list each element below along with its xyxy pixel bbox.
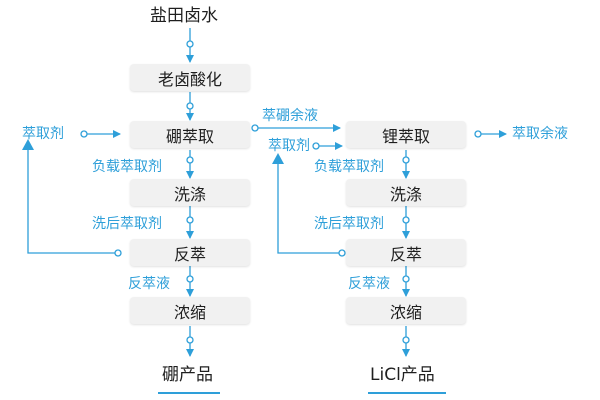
boron-raffinate-label: 萃硼余液 (262, 108, 318, 124)
junction-dot (402, 216, 410, 224)
boron-product-underline (158, 392, 220, 394)
junction-dot (114, 249, 122, 257)
step-acidification: 老卤酸化 (130, 64, 250, 91)
left-strip-liquor-label: 反萃液 (128, 276, 170, 292)
step-wash-right: 洗涤 (346, 179, 466, 206)
step-boron-extraction: 硼萃取 (130, 121, 250, 148)
left-washed-extractant-label: 洗后萃取剂 (92, 216, 162, 232)
boron-product-label: 硼产品 (162, 365, 213, 385)
junction-dot (186, 336, 194, 344)
step-concentrate-right: 浓缩 (346, 297, 466, 324)
left-loaded-extractant-label: 负载萃取剂 (92, 159, 162, 175)
junction-dot (186, 216, 194, 224)
step-lithium-extraction: 锂萃取 (346, 121, 466, 148)
left-reagent-label: 萃取剂 (22, 126, 64, 142)
junction-dot (186, 275, 194, 283)
junction-dot (338, 249, 346, 257)
junction-dot (312, 142, 320, 150)
licl-product-label: LiCl产品 (370, 365, 435, 385)
right-reagent-label: 萃取剂 (268, 138, 310, 154)
junction-dot (186, 156, 194, 164)
right-loaded-extractant-label: 负载萃取剂 (314, 159, 384, 175)
junction-dot (402, 275, 410, 283)
junction-dot (474, 130, 482, 138)
raffinate-out-label: 萃取余液 (512, 126, 568, 142)
junction-dot (186, 40, 194, 48)
step-concentrate-left: 浓缩 (130, 297, 250, 324)
licl-product-underline (368, 392, 446, 394)
junction-dot (402, 336, 410, 344)
junction-dot (80, 130, 88, 138)
step-strip-right: 反萃 (346, 239, 466, 266)
source-brine-label: 盐田卤水 (150, 6, 218, 26)
right-washed-extractant-label: 洗后萃取剂 (314, 216, 384, 232)
step-wash-left: 洗涤 (130, 179, 250, 206)
junction-dot (186, 102, 194, 110)
step-strip-left: 反萃 (130, 239, 250, 266)
right-strip-liquor-label: 反萃液 (348, 276, 390, 292)
right-recycle-loop (277, 158, 342, 254)
left-recycle-loop (27, 144, 118, 254)
junction-dot (402, 156, 410, 164)
junction-dot (251, 124, 259, 132)
